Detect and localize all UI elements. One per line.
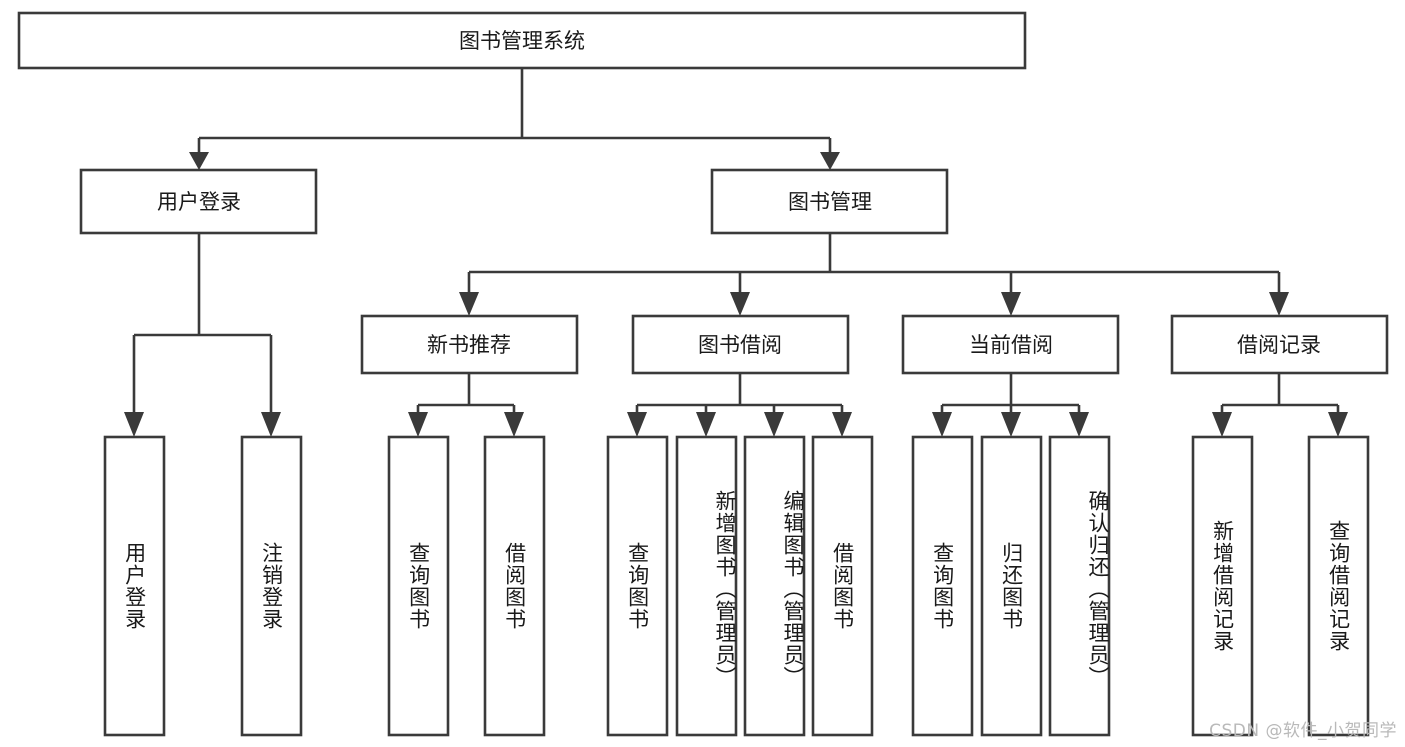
watermark-text: CSDN @软件_小贺同学 <box>1209 721 1397 741</box>
arrow-icon <box>1269 292 1289 316</box>
arrow-icon <box>696 412 716 437</box>
arrow-icon <box>627 412 647 437</box>
arrow-icon <box>1001 292 1021 316</box>
arrow-icon <box>932 412 952 437</box>
connector-user-login-to-leaves <box>124 233 281 437</box>
node-box[interactable] <box>1170 314 1389 375</box>
node-borrow-record[interactable]: 借阅记录 <box>1170 314 1389 375</box>
arrow-icon <box>408 412 428 437</box>
node-book-management[interactable]: 图书管理 <box>710 168 949 235</box>
connector-root-to-level2 <box>189 68 840 170</box>
arrow-icon <box>261 412 281 437</box>
arrow-icon <box>1069 412 1089 437</box>
arrow-icon <box>1328 412 1348 437</box>
node-label: 当前借阅 <box>969 333 1053 357</box>
arrow-icon <box>832 412 852 437</box>
arrow-icon <box>124 412 144 437</box>
arrow-icon <box>730 292 750 316</box>
node-box[interactable] <box>631 314 850 375</box>
arrow-icon <box>820 152 840 170</box>
arrow-icon <box>1001 412 1021 437</box>
node-user-login[interactable]: 用户登录 <box>79 168 318 235</box>
leaf-box-query-record[interactable] <box>1307 435 1370 737</box>
node-book-borrow[interactable]: 图书借阅 <box>631 314 850 375</box>
leaf-box-return-book[interactable] <box>980 435 1043 737</box>
node-label: 图书借阅 <box>698 333 782 357</box>
node-box[interactable] <box>79 168 318 235</box>
arrow-icon <box>504 412 524 437</box>
connector-book-borrow-to-leaves <box>627 373 852 437</box>
node-label: 图书管理 <box>788 190 872 214</box>
connector-current-borrow-to-leaves <box>932 373 1089 437</box>
leaf-box-edit-book[interactable] <box>743 435 806 737</box>
node-new-book-recommend[interactable]: 新书推荐 <box>360 314 579 375</box>
leaf-box-add-book[interactable] <box>675 435 738 737</box>
node-box[interactable] <box>360 314 579 375</box>
arrow-icon <box>189 152 209 170</box>
leaf-box-borrow-book-2[interactable] <box>811 435 874 737</box>
node-label: 借阅记录 <box>1237 333 1321 357</box>
leaf-box-logout[interactable] <box>240 435 303 737</box>
leaf-box-confirm-return[interactable] <box>1048 435 1111 737</box>
leaf-box-add-record[interactable] <box>1191 435 1254 737</box>
node-label: 用户登录 <box>157 190 241 214</box>
connector-book-mgmt-to-level3 <box>459 233 1289 316</box>
node-root-system[interactable]: 图书管理系统 <box>17 11 1027 70</box>
node-label: 图书管理系统 <box>459 29 585 53</box>
connector-borrow-record-to-leaves <box>1212 373 1348 437</box>
leaf-box-borrow-book-1[interactable] <box>483 435 546 737</box>
arrow-icon <box>459 292 479 316</box>
leaf-box-user-login[interactable] <box>103 435 166 737</box>
connector-new-book-to-leaves <box>408 373 524 437</box>
node-label: 新书推荐 <box>427 333 511 357</box>
node-current-borrow[interactable]: 当前借阅 <box>901 314 1120 375</box>
node-box[interactable] <box>901 314 1120 375</box>
leaf-box-query-book-2[interactable] <box>606 435 669 737</box>
arrow-icon <box>1212 412 1232 437</box>
arrow-icon <box>764 412 784 437</box>
leaf-box-query-book-3[interactable] <box>911 435 974 737</box>
node-box[interactable] <box>17 11 1027 70</box>
node-box[interactable] <box>710 168 949 235</box>
leaf-box-query-book-1[interactable] <box>387 435 450 737</box>
